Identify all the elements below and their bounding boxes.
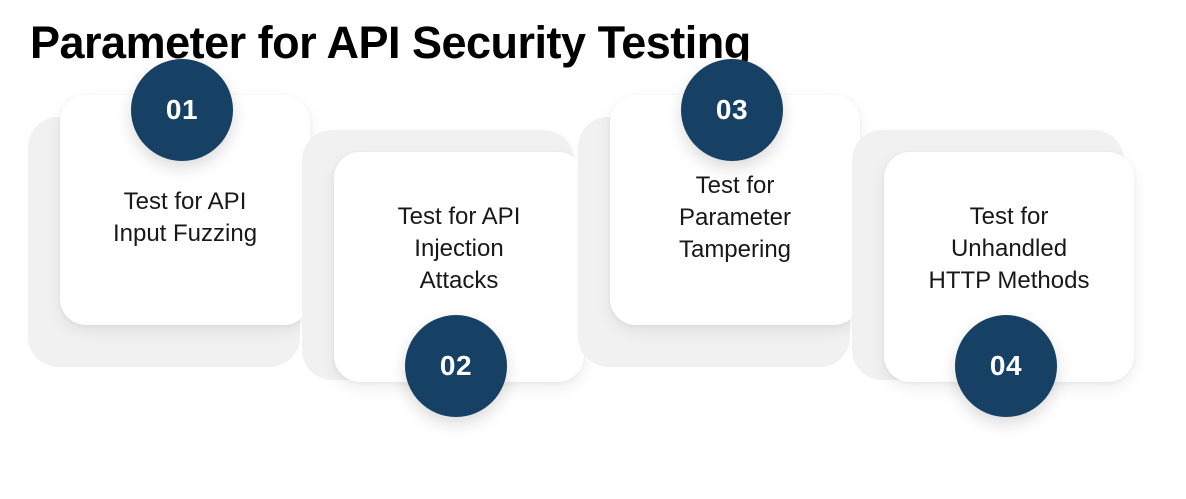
step-card-01[interactable]: Test for API Input Fuzzing 01 (28, 59, 318, 385)
step-number-badge[interactable]: 03 (681, 59, 783, 161)
step-number-badge[interactable]: 01 (131, 59, 233, 161)
step-number-badge[interactable]: 02 (405, 315, 507, 417)
card-surface[interactable]: Test for API Injection Attacks (334, 152, 584, 382)
step-card-04[interactable]: Test for Unhandled HTTP Methods 04 (852, 130, 1142, 442)
step-number-label: 04 (989, 350, 1023, 381)
card-label: Test for Parameter Tampering (678, 172, 792, 263)
card-label: Test for API Input Fuzzing (112, 188, 258, 247)
card-label: Test for API Injection Attacks (397, 203, 521, 294)
step-number-label: 01 (165, 94, 199, 125)
steps-container: Test for API Input Fuzzing 01 Test for A… (0, 59, 1186, 495)
step-number-label: 03 (715, 94, 749, 125)
step-card-02[interactable]: Test for API Injection Attacks 02 (302, 130, 592, 442)
card-label: Test for Unhandled HTTP Methods (928, 203, 1090, 294)
page-title: Parameter for API Security Testing (30, 17, 751, 68)
step-number-badge[interactable]: 04 (955, 315, 1057, 417)
step-card-03[interactable]: Test for Parameter Tampering 03 (578, 59, 868, 385)
step-number-label: 02 (439, 350, 473, 381)
